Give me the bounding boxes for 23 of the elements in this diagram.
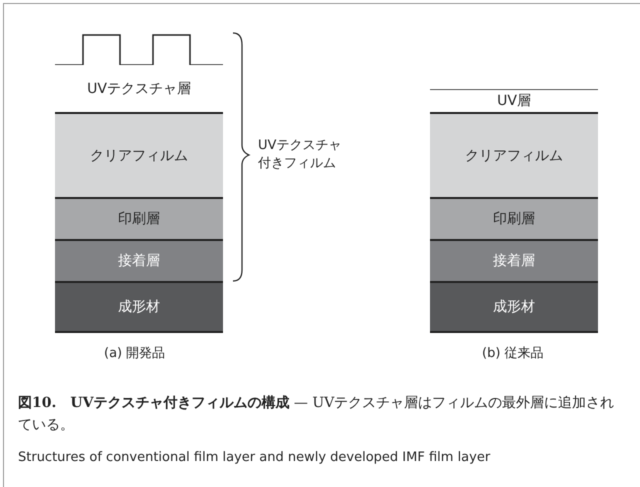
layer-band xyxy=(430,197,598,239)
layer-band xyxy=(430,239,598,281)
sub-caption: (a) 開発品 xyxy=(104,345,166,362)
layer-name: UV層 xyxy=(497,92,531,110)
layer-band xyxy=(55,281,223,333)
english-caption: Structures of conventional film layer and newly developed IMF film layer xyxy=(18,450,490,465)
sub-caption: (b) 従来品 xyxy=(482,345,544,362)
figure-caption: 図10. UVテクスチャ付きフィルムの構成 — UVテクスチャ層はフィルムの最外層に追加されている。 xyxy=(18,394,616,435)
layer-name: 印刷層 xyxy=(118,210,160,228)
layer-band xyxy=(55,197,223,239)
layer-name: 印刷層 xyxy=(493,210,535,228)
layer-band xyxy=(55,239,223,281)
layer-name: 接着層 xyxy=(118,252,160,270)
layer-name: 成形材 xyxy=(493,298,535,316)
layer-band xyxy=(430,112,598,197)
layer-name: クリアフィルム xyxy=(465,146,563,164)
layer-name: クリアフィルム xyxy=(90,146,188,164)
layer-band xyxy=(55,112,223,197)
layer-name: 接着層 xyxy=(493,252,535,270)
bracket-label: UVテクスチャ付きフィルム xyxy=(258,137,342,172)
layer-name: UVテクスチャ層 xyxy=(87,80,191,98)
layer-name: 成形材 xyxy=(118,298,160,316)
layer-band xyxy=(430,281,598,333)
